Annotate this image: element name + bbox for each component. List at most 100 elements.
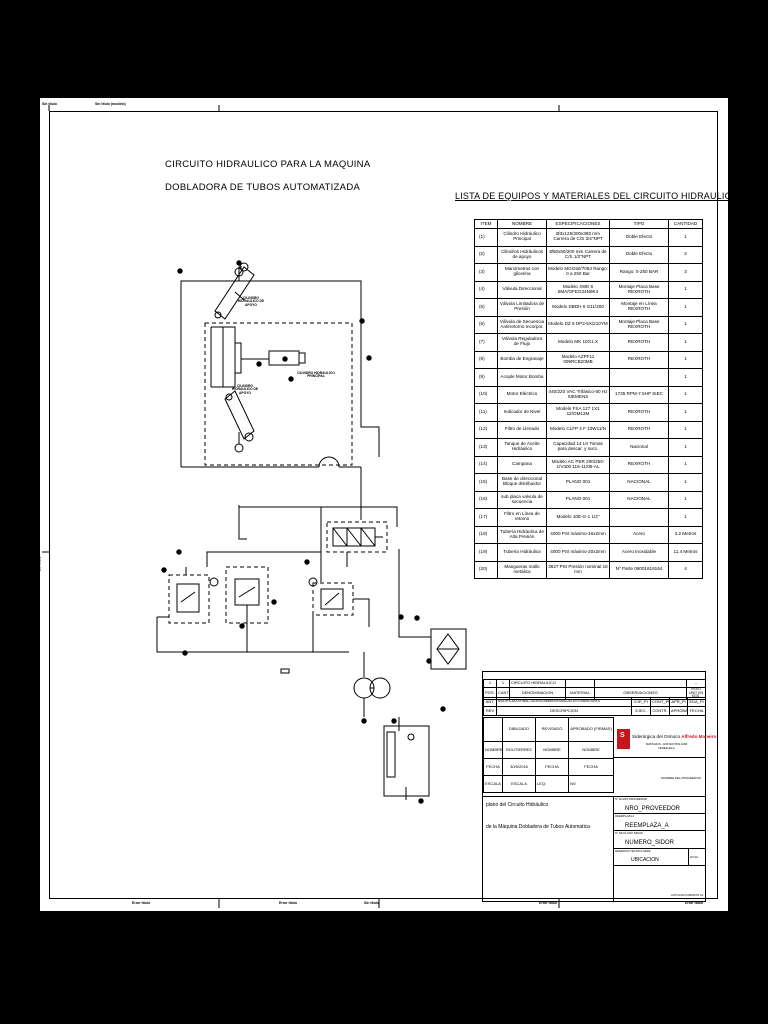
tb-nv: NV:: [568, 775, 614, 793]
margin-note-left: Sin titulo: [37, 556, 42, 572]
relief-valve-body: [176, 583, 200, 613]
reemplaza-label: REEMPLAZA A: [615, 814, 635, 818]
valve-arrow: [238, 586, 256, 598]
valve-arrow: [332, 527, 348, 547]
tb-ref-eda: EDA_PI: [687, 697, 707, 707]
equipment-cell-cant: 1: [668, 438, 703, 457]
tank-level-indicator: [386, 731, 396, 778]
tb-fecha-revisado: FECHA: [535, 758, 569, 776]
tb-peso-1: --: [686, 679, 706, 688]
equipment-cell-cant: 1: [668, 368, 703, 387]
plano-sidor-label: Nº DE PLANO SIDOR: [615, 831, 643, 835]
equipment-header-cell: NOMBRE: [497, 219, 547, 229]
tb-revision: ANT. MODIFICADO/FINAL:JUDESGAMMAS/ESMILD…: [483, 697, 707, 716]
equipment-cell-espec: PLANO 001: [546, 473, 610, 492]
equipment-cell-item: (11): [474, 403, 498, 422]
tb-ref-mod: MODIFICADO/FINAL:JUDESGAMMAS/ESMILDELDST…: [495, 697, 633, 707]
equipment-cell-espec: 4000 PSI máximo-20x2mm: [546, 543, 610, 562]
pressure-gauge-icon: [308, 577, 318, 587]
callout-marker: [414, 615, 420, 621]
drawing-title-line1: CIRCUITO HIDRAULICO PARA LA MAQUINA: [165, 159, 371, 170]
equipment-cell-espec: Modelo FSA 127 1X1 12/OM12M: [546, 403, 610, 422]
equipment-cell-cant: 3.2 Metros: [668, 525, 703, 544]
tb-ref-ant: ANT.: [483, 697, 497, 707]
support-cylinder-top-pivot: [214, 311, 222, 319]
equipment-cell-item: (19): [474, 543, 498, 562]
callout-marker: [282, 356, 288, 362]
drawing-sheet: Sin titulo Sin titulo (modelo) Sin titul…: [37, 97, 738, 912]
equipment-cell-cant: 1: [668, 298, 703, 317]
equipment-cell-tipo: REXROTH: [609, 333, 669, 352]
tb-ref-apr: APR_PI: [669, 697, 689, 707]
gerencia-label: GERENCIA TECNICA SEPE: [615, 849, 651, 853]
tb-role-dibujado: DIBUJADO: [502, 717, 536, 742]
equipment-cell-nombre: Tubería Hidráulica de Alta Presión: [497, 525, 547, 544]
margin-note-bottom-1: Error titulo: [132, 901, 151, 905]
equipment-cell-tipo: Acero Inoxidable: [609, 543, 669, 562]
tb-role-blank: [483, 717, 503, 742]
hydraulic-tank: [383, 725, 430, 797]
support-cylinder-top: [214, 266, 255, 320]
margin-note-bottom-5: Error titulo: [685, 901, 704, 905]
hydraulic-line: [234, 291, 245, 301]
label-cyl-top: CILINDRO HIDRAULICO DE APOYO: [237, 296, 265, 307]
callout-marker: [398, 614, 404, 620]
equipment-cell-cant: 3: [668, 263, 703, 282]
callout-marker: [391, 718, 397, 724]
equipment-cell-cant: 11.4 Metros: [668, 543, 703, 562]
equipment-cell-nombre: Bomba de Engranaje: [497, 350, 547, 369]
tb-ref-cont: CONT_PI: [650, 697, 671, 707]
equipment-cell-item: (1): [474, 228, 498, 247]
callout-marker: [177, 268, 183, 274]
valve-arrow: [360, 527, 376, 547]
equipment-cell-espec: Modelo CLFP 4 F 10W11/N: [546, 420, 610, 439]
tb-fecha-label: FECHA: [483, 758, 503, 776]
equipment-cell-tipo: Montaje Placa Base REXROTH: [609, 280, 669, 299]
equipment-cell-nombre: Motor Eléctrico: [497, 385, 547, 404]
callout-marker: [426, 658, 432, 664]
margin-note-bottom-4: Error titulo: [539, 901, 558, 905]
equipment-cell-tipo: REXROTH: [609, 350, 669, 369]
equipment-cell-item: (18): [474, 525, 498, 544]
callout-marker: [182, 650, 188, 656]
tb-fecha-dibujado: 30/5/2016: [502, 758, 536, 776]
equipment-cell-item: (20): [474, 560, 498, 579]
sheet-inner-border: [49, 111, 718, 899]
equipment-cell-nombre: Mangueras mallo metálica: [497, 560, 547, 579]
equipment-cell-item: (2): [474, 245, 498, 264]
tb-signatures: DIBUJADO REVISADO APROBADO (FIRMAS) NOMB…: [483, 717, 614, 793]
return-filter-box: [430, 628, 467, 670]
tb-escala-label: ESCALA: [483, 775, 503, 793]
main-cylinder-barrel: [222, 326, 236, 388]
plano-proveedor-label: Nº PLANO PROVEEDOR: [615, 797, 647, 801]
equipment-cell-espec: 4000 PSI máximo-16x2mm: [546, 525, 610, 544]
equipment-cell-espec: Modelo 4WE 6 5MA/OFEG24N9K4: [546, 280, 610, 299]
equipment-cell-cant: 1: [668, 315, 703, 334]
equipment-cell-nombre: Indicador de Nivel: [497, 403, 547, 422]
callout-marker: [176, 549, 182, 555]
equipment-cell-tipo: NACIONAL: [609, 473, 669, 492]
proveedor-label: NOMBRE DEL PROVEEDOR: [661, 776, 701, 780]
equipment-cell-espec: Modelo MK 10G1.X: [546, 333, 610, 352]
hydraulic-line: [206, 551, 321, 567]
company-sub2: VENEZUELA: [658, 746, 675, 750]
equipment-cell-tipo: REXROTH: [609, 403, 669, 422]
equipment-cell-cant: 1: [668, 508, 703, 527]
equipment-cell-item: (12): [474, 420, 498, 439]
equipment-cell-item: (14): [474, 455, 498, 474]
equipment-cell-item: (8): [474, 350, 498, 369]
sheet-outer-border: [39, 97, 729, 912]
plano-proveedor-value: NRO_PROVEEDOR: [625, 806, 681, 812]
equipment-cell-tipo: Nacional: [609, 438, 669, 457]
tb-mat-1: [565, 679, 595, 688]
